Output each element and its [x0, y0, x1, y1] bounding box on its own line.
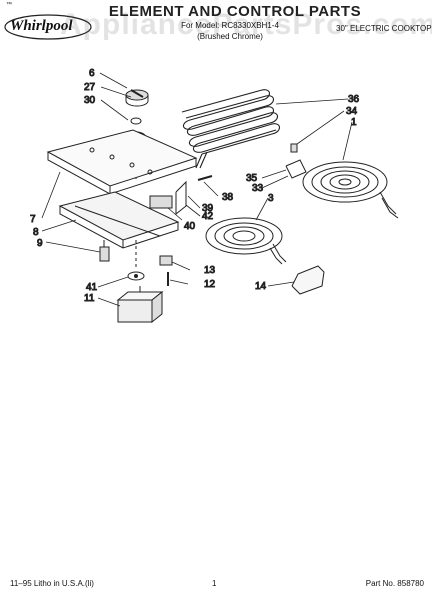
product-type: 30" ELECTRIC COOKTOP — [336, 24, 432, 33]
surface-element-large — [302, 161, 399, 219]
callout-42: 42 — [202, 211, 214, 222]
part-number: Part No. 858780 — [365, 579, 424, 588]
callout-8: 8 — [33, 227, 39, 238]
callout-27: 27 — [84, 82, 96, 93]
callout-36: 36 — [348, 94, 360, 105]
watermark: AppliancePartsPros.com — [60, 8, 432, 41]
control-switch — [116, 286, 164, 324]
leader-lines — [41, 72, 353, 307]
terminal-block — [159, 255, 173, 266]
element-terminal — [290, 143, 298, 153]
grill-element — [181, 89, 281, 169]
model-line: For Model: RC8330XBH1-4 — [181, 21, 279, 30]
callout-33: 33 — [252, 183, 264, 194]
trademark-mark: ™ — [6, 2, 12, 8]
receptacle-bracket — [175, 180, 187, 216]
receptacle-screw — [197, 175, 213, 181]
callout-11: 11 — [84, 293, 95, 304]
finish-line: (Brushed Chrome) — [197, 32, 263, 41]
callout-3: 3 — [268, 193, 274, 204]
mounting-bracket — [291, 265, 325, 295]
switch-washer — [127, 271, 145, 281]
callout-7: 7 — [30, 214, 36, 225]
control-panel — [46, 129, 198, 195]
brand-name: Whirlpool — [10, 18, 73, 34]
callout-9: 9 — [37, 238, 43, 249]
callout-38: 38 — [222, 192, 234, 203]
callout-35: 35 — [246, 173, 258, 184]
control-knob — [125, 89, 149, 107]
litho-note: 11–95 Litho in U.S.A.(li) — [10, 579, 94, 588]
control-bracket — [58, 191, 180, 249]
whirlpool-logo — [4, 14, 92, 40]
callout-13: 13 — [204, 265, 216, 276]
callout-30: 30 — [84, 95, 96, 106]
callout-39: 39 — [202, 203, 214, 214]
callout-41: 41 — [86, 282, 98, 293]
element-receptacle — [149, 195, 173, 209]
infinite-switch — [99, 240, 110, 262]
knob-spring — [130, 117, 142, 125]
callout-1: 1 — [351, 117, 357, 128]
callout-6: 6 — [89, 68, 95, 79]
callout-40: 40 — [184, 221, 196, 232]
callout-14: 14 — [255, 281, 267, 292]
page-title: ELEMENT AND CONTROL PARTS — [108, 3, 362, 20]
page-number: 1 — [212, 579, 217, 588]
element-bracket — [285, 159, 307, 179]
surface-element-small — [205, 217, 287, 265]
callout-12: 12 — [204, 279, 216, 290]
callout-34: 34 — [346, 106, 358, 117]
